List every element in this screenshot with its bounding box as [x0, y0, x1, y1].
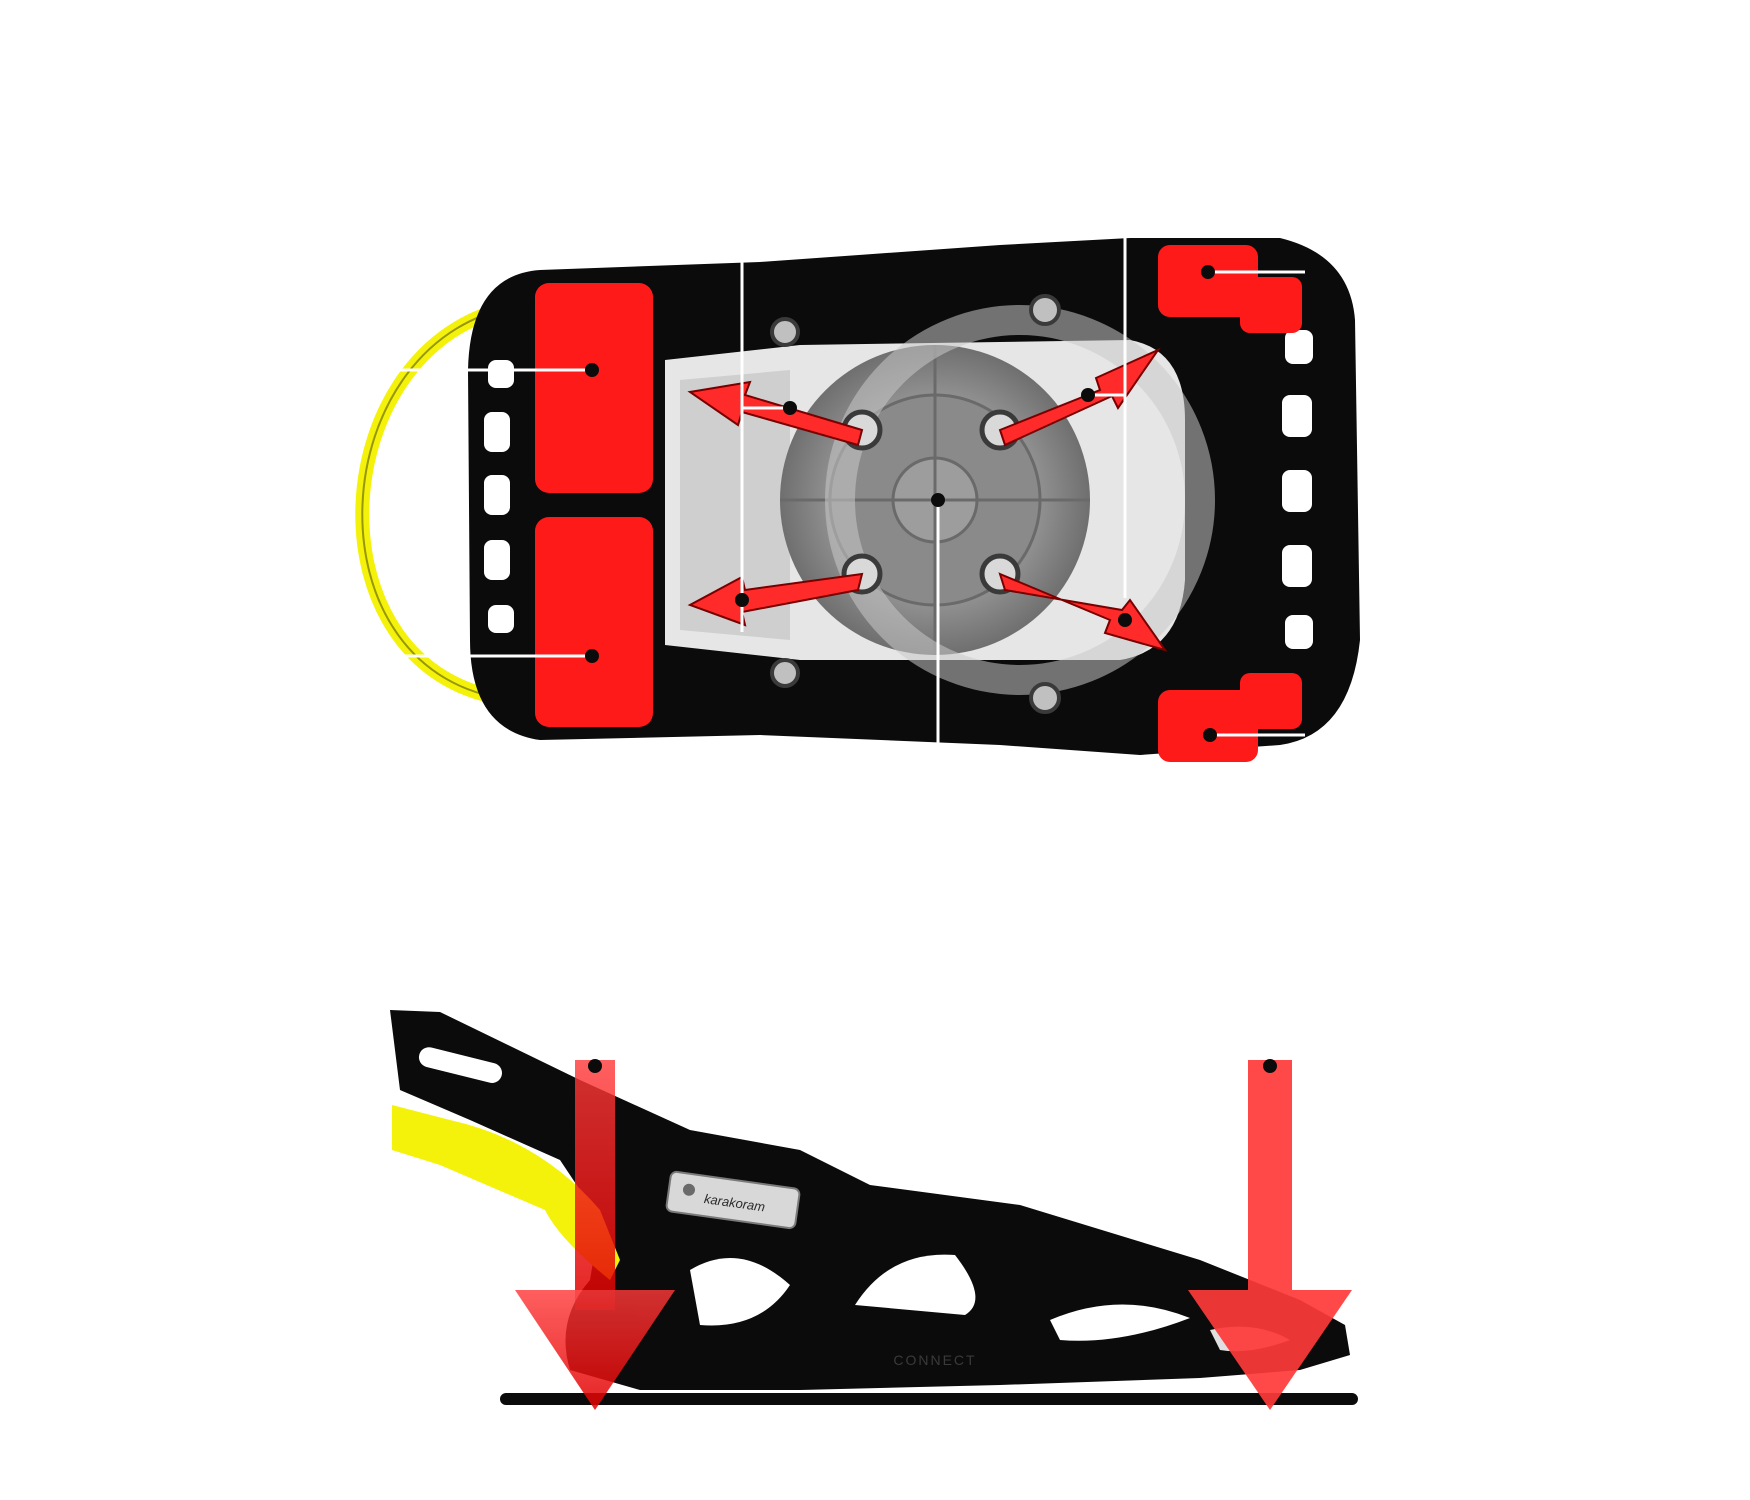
frame-cutouts: [690, 1258, 790, 1326]
force-arrow-heel: [515, 1060, 675, 1410]
toe-pad-upper: [1158, 245, 1258, 317]
heel-cage-slots: [484, 360, 514, 633]
board-line: [500, 1393, 1358, 1405]
spread-arrows: [687, 347, 1168, 652]
heel-bail-side: [392, 1105, 620, 1280]
logo-plate: karakoram: [665, 1170, 801, 1230]
toe-pad-lower: [1158, 690, 1258, 762]
top-view: [355, 238, 1360, 762]
callout-leaders-top: [400, 238, 1305, 755]
rail-text: CONNECT: [893, 1352, 976, 1368]
toe-cage-slots: [1282, 330, 1313, 649]
heel-pad-lower: [535, 517, 653, 727]
force-arrow-toe: [1188, 1060, 1352, 1410]
callout-dots-side: [588, 1059, 1277, 1073]
side-view: karakoram CONNECT: [390, 1010, 1358, 1410]
heel-pad-upper: [535, 283, 653, 493]
callout-dots-top: [585, 265, 1217, 742]
